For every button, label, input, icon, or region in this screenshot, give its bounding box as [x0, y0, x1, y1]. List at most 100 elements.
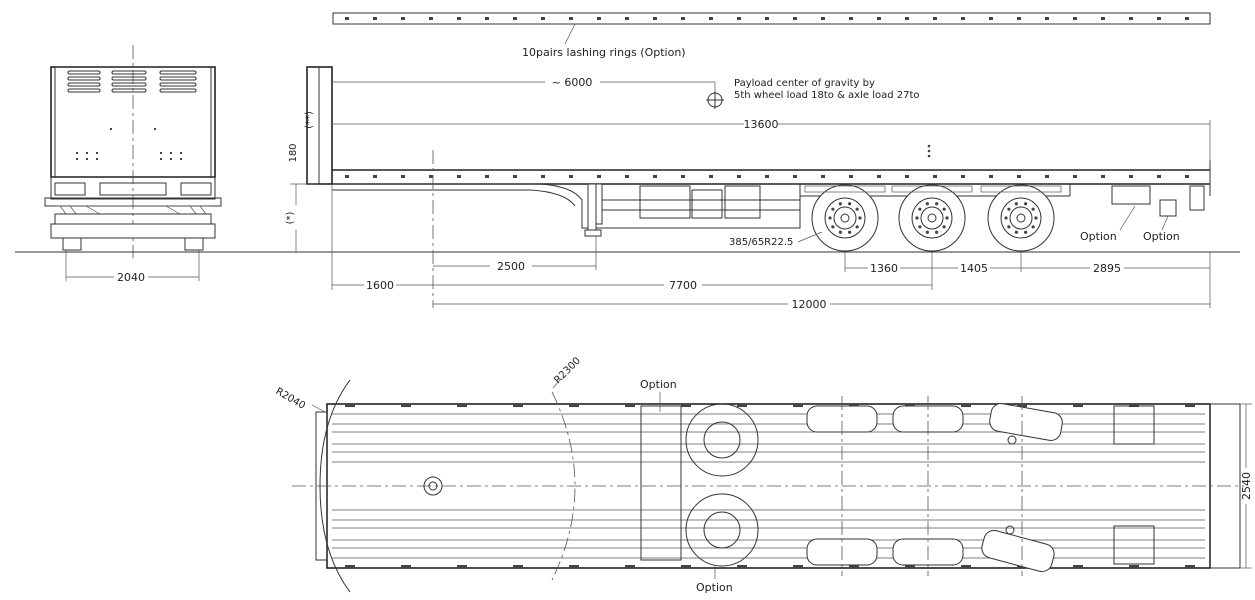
lashing-ring [1157, 17, 1161, 20]
lashing-ring [765, 175, 769, 178]
lashing-ring [877, 175, 881, 178]
lashing-ring [793, 17, 797, 20]
lashing-ring [625, 17, 629, 20]
lashing-ring [401, 175, 405, 178]
lashing-ring [373, 175, 377, 178]
dim-1405-text: 1405 [960, 262, 988, 275]
lashing-ring [989, 175, 993, 178]
dimension-1405: 1405 [931, 252, 1022, 290]
dimension-1600: 1600 [331, 184, 433, 292]
lashing-ring [821, 175, 825, 178]
lashing-ring [1045, 17, 1049, 20]
lashing-ring [793, 175, 797, 178]
lashing-ring [905, 175, 909, 178]
dimension-7700: 7700 [433, 279, 932, 292]
radius-2040-text: R2040 [274, 386, 308, 412]
lashing-rings-rail [332, 12, 1211, 25]
lashing-ring [513, 17, 517, 20]
lashing-ring [709, 17, 713, 20]
lashing-ring [1101, 175, 1105, 178]
dim-6000-text: ~ 6000 [552, 76, 593, 89]
lashing-ring [933, 175, 937, 178]
lashing-ring [1157, 175, 1161, 178]
lashing-ring [989, 17, 993, 20]
louvre [67, 82, 101, 87]
dim-1360-text: 1360 [870, 262, 898, 275]
option-label-1: Option [1080, 230, 1117, 243]
wheel [980, 184, 1062, 252]
payload-text-2: 5th wheel load 18to & axle load 27to [734, 90, 920, 101]
lashing-ring [541, 175, 545, 178]
lashing-ring [737, 17, 741, 20]
lashing-ring [849, 175, 853, 178]
lashing-ring [569, 175, 573, 178]
lashing-ring [961, 17, 965, 20]
lashing-ring [345, 175, 349, 178]
lashing-ring [653, 175, 657, 178]
dim-2895-text: 2895 [1093, 262, 1121, 275]
lashing-ring [429, 17, 433, 20]
option-label-2: Option [1143, 230, 1180, 243]
wheel [804, 184, 886, 252]
dimension-2040: 2040 [65, 250, 200, 284]
dimension-13600: 13600 [332, 118, 1211, 165]
lashing-ring [373, 17, 377, 20]
louvre [111, 70, 147, 75]
louvre [111, 76, 147, 81]
height-note: (*) [285, 212, 296, 225]
lashing-ring [485, 17, 489, 20]
dimension-2895: 2895 [1021, 252, 1211, 308]
wheel [891, 184, 973, 252]
louvre [111, 82, 147, 87]
radius-2300-text: R2300 [552, 355, 583, 386]
dimension-12000: 12000 [433, 298, 1210, 311]
lashing-ring [681, 17, 685, 20]
dim-2040-text: 2040 [117, 271, 145, 284]
lashing-ring [401, 17, 405, 20]
lashing-ring [877, 17, 881, 20]
lashing-ring [681, 175, 685, 178]
lashing-ring [569, 17, 573, 20]
lashing-rings-label: 10pairs lashing rings (Option) [522, 46, 686, 59]
lashing-ring [905, 17, 909, 20]
louvre [111, 88, 147, 93]
lashing-ring [1129, 17, 1133, 20]
lashing-ring [737, 175, 741, 178]
lashing-ring [429, 175, 433, 178]
lashing-ring [513, 175, 517, 178]
headboard-note: (**) [304, 111, 315, 129]
lashing-ring [765, 17, 769, 20]
lashing-ring [345, 17, 349, 20]
louvre [67, 88, 101, 93]
louvre [159, 76, 197, 81]
lashing-ring [1073, 17, 1077, 20]
lashing-ring [1017, 175, 1021, 178]
lashing-ring [1185, 17, 1189, 20]
rear-view [44, 45, 222, 258]
lashing-ring [1045, 175, 1049, 178]
lashing-ring [457, 175, 461, 178]
lashing-ring [961, 175, 965, 178]
dim-2540-text: 2540 [1240, 472, 1253, 500]
lashing-ring [1101, 17, 1105, 20]
dim-2500-text: 2500 [497, 260, 525, 273]
lashing-ring [849, 17, 853, 20]
louvre [159, 88, 197, 93]
payload-text-1: Payload center of gravity by [734, 78, 875, 89]
dim-13600-text: 13600 [744, 118, 779, 131]
dim-1600-text: 1600 [366, 279, 394, 292]
dimension-2540: 2540 [1240, 403, 1253, 569]
lashing-ring [709, 175, 713, 178]
dimension-2500: 2500 [433, 236, 597, 273]
dim-180-text: 180 [288, 143, 299, 162]
louvre [159, 82, 197, 87]
dimension-6000: ~ 6000 [332, 76, 716, 92]
side-view [306, 66, 1211, 252]
lashing-ring [1017, 17, 1021, 20]
lashing-ring [597, 17, 601, 20]
lashing-ring [1129, 175, 1133, 178]
payload-cog: Payload center of gravity by 5th wheel l… [706, 78, 920, 109]
lashing-ring [457, 17, 461, 20]
lashing-ring [653, 17, 657, 20]
